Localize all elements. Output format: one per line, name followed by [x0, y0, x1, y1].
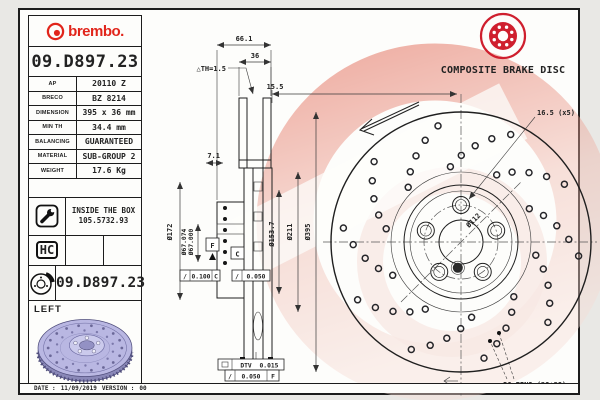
- brand-name: brembo.: [68, 22, 124, 40]
- spec-value: GUARANTEED: [84, 137, 134, 147]
- dim-total-width: 66.1: [236, 35, 253, 43]
- tol3-value: 0.015: [260, 362, 279, 369]
- datum-c-label: C: [235, 251, 239, 259]
- tol2-value: 0.050: [247, 273, 266, 280]
- hc-cell: HC: [29, 235, 141, 266]
- side-label: LEFT: [34, 303, 62, 315]
- dim-bolt-circle: Ø112: [464, 212, 482, 230]
- locating-pin-hole: [452, 262, 463, 273]
- dim-hat-width: 36: [251, 52, 259, 60]
- spec-value: 34.4 mm: [92, 122, 126, 132]
- spec-value: 395 x 36 mm: [82, 108, 136, 118]
- spec-label: BRECO: [29, 91, 77, 105]
- tol4-value: 0.050: [242, 373, 261, 380]
- date-label: DATE :: [34, 385, 56, 392]
- spec-row-balancing: BALANCING GUARANTEED: [29, 135, 141, 150]
- gdt-frames: F C / 0.100 C / 0.050 DTV 0.015: [179, 237, 285, 382]
- orientation-cell: LEFT: [29, 301, 141, 385]
- spec-label: MATERIAL: [29, 149, 77, 163]
- tol4-symbol: /: [228, 373, 232, 380]
- spec-label: AP: [29, 77, 77, 91]
- dim-bore-min: Ø67.000: [187, 229, 195, 257]
- spec-label: MIN TH: [29, 120, 77, 134]
- spec-value: 17.6 Kg: [92, 166, 126, 176]
- title-block: brembo. 09.D897.23 AP 20110 Z BRECO BZ 8…: [28, 15, 145, 387]
- spec-label: DIMENSION: [29, 106, 77, 120]
- footer-strip: DATE : 11/09/2019 VERSION : 00: [20, 383, 578, 393]
- spec-row-material: MATERIAL SUB-GROUP 2: [29, 149, 141, 164]
- drawing-sheet: 66.1 36 △TH=1.5 15.5 7.1 Ø172 Ø67.074 Ø6…: [18, 8, 600, 400]
- section-dimensions: 66.1 36 △TH=1.5 15.5 7.1 Ø172 Ø67.074 Ø6…: [166, 35, 457, 372]
- brembo-watermark: [231, 43, 600, 400]
- dim-bell-dia: Ø172: [166, 224, 174, 242]
- spec-row-dimension: DIMENSION 395 x 36 mm: [29, 106, 141, 121]
- tol2-symbol: /: [235, 273, 239, 280]
- empty-spec-row: [29, 179, 141, 198]
- spec-row-breco: BRECO BZ 8214: [29, 91, 141, 106]
- hc-badge: HC: [35, 241, 59, 259]
- drive-pins: [223, 206, 227, 265]
- dim-th-note: △TH=1.5: [196, 65, 226, 73]
- brembo-logo-icon: [46, 22, 65, 40]
- spec-label: WEIGHT: [29, 164, 77, 178]
- tol1-symbol: /: [183, 273, 187, 280]
- brand-cell: brembo.: [29, 16, 141, 47]
- spec-value: BZ 8214: [92, 93, 126, 103]
- dim-inner-dia: Ø211: [286, 224, 294, 242]
- composite-caption: COMPOSITE BRAKE DISC: [440, 65, 566, 76]
- dim-outer-dia: Ø395: [304, 224, 312, 242]
- disc-caliper-icon: [30, 271, 55, 295]
- dim-bolt-holes: 16.5 (x5): [537, 109, 575, 117]
- tol1-datum: C: [214, 273, 218, 280]
- dim-bore-max: Ø67.074: [180, 229, 188, 257]
- spec-value: 20110 Z: [92, 79, 126, 89]
- version-value: 00: [139, 385, 147, 392]
- tol3-label: DTV: [240, 362, 252, 369]
- date-value: 11/09/2019: [60, 385, 97, 392]
- inside-the-box-code: 105.5732.93: [78, 216, 129, 225]
- datum-f-label: F: [210, 242, 214, 250]
- inside-the-box-label: INSIDE THE BOX: [71, 205, 136, 215]
- spec-row-weight: WEIGHT 17.6 Kg: [29, 164, 141, 179]
- spec-value: SUB-GROUP 2: [82, 151, 136, 161]
- dim-hub-dia: Ø153.7: [268, 221, 276, 247]
- bolt-holes: [416, 196, 506, 281]
- part-number-repeat-cell: 09.D897.23: [29, 265, 145, 301]
- dim-offset: 15.5: [267, 83, 284, 91]
- disc-3d-image: [36, 318, 134, 383]
- wrench-icon: [35, 204, 59, 228]
- part-number-repeat: 09.D897.23: [56, 274, 146, 291]
- header-right: COMPOSITE BRAKE DISC: [433, 12, 573, 84]
- brake-disc-icon: [479, 12, 527, 60]
- spec-row-ap: AP 20110 Z: [29, 77, 141, 92]
- spec-row-min-th: MIN TH 34.4 mm: [29, 120, 141, 135]
- version-label: VERSION :: [101, 385, 135, 392]
- tol1-value: 0.100: [192, 273, 211, 280]
- inside-the-box-cell: INSIDE THE BOX 105.5732.93: [29, 197, 141, 236]
- spec-label: BALANCING: [29, 135, 77, 149]
- drilled-holes: [339, 122, 583, 362]
- tol4-datum: F: [271, 373, 275, 380]
- technical-drawing: 66.1 36 △TH=1.5 15.5 7.1 Ø172 Ø67.074 Ø6…: [166, 35, 600, 400]
- dim-hat-depth: 7.1: [207, 152, 220, 160]
- part-number: 09.D897.23: [29, 47, 141, 77]
- rotation-arrow-icon: [358, 101, 420, 136]
